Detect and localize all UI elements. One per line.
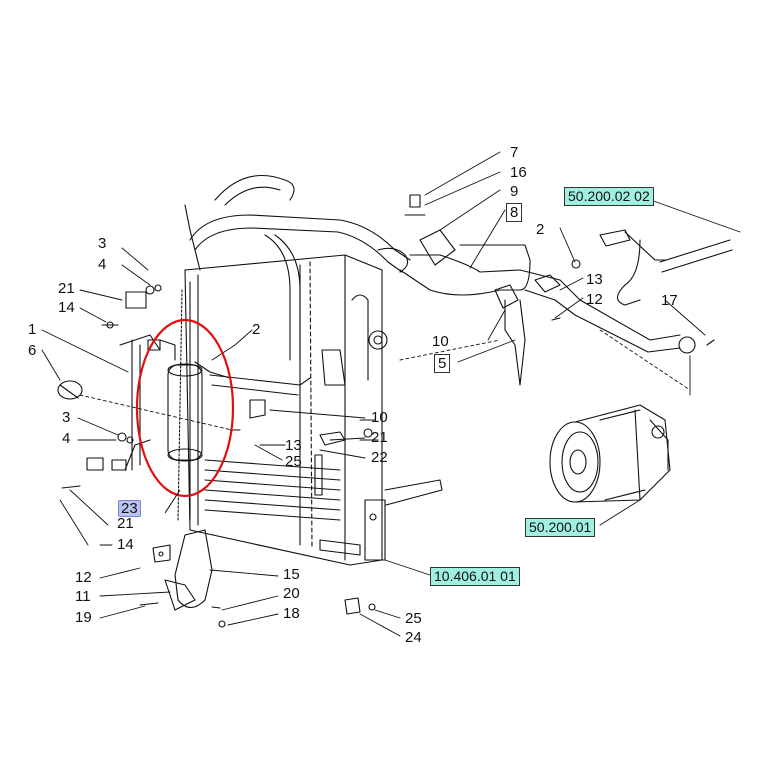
label-part-14-bottom: 14	[117, 536, 134, 553]
label-part-15: 15	[283, 566, 300, 583]
label-part-1: 1	[28, 321, 37, 338]
highlight-leader	[164, 489, 181, 514]
label-part-7: 7	[510, 144, 519, 161]
highlight-circle	[135, 318, 235, 498]
label-part-10-mid: 10	[371, 409, 388, 426]
label-part-10-left: 10	[432, 333, 449, 350]
label-part-12-bottom: 12	[75, 569, 92, 586]
label-part-8: 8	[506, 203, 523, 222]
label-part-24: 24	[405, 629, 422, 646]
compressor	[549, 404, 671, 503]
label-part-2-right: 2	[536, 221, 545, 238]
label-part-4-mid: 4	[62, 430, 71, 447]
compressor-line	[494, 229, 733, 386]
ref-link-50-200-01[interactable]: 50.200.01	[525, 518, 596, 538]
label-part-19: 19	[75, 609, 92, 626]
label-part-13-right: 13	[586, 271, 603, 288]
ref-link-50-200-02-02[interactable]: 50.200.02 02	[564, 187, 654, 207]
label-part-21-mid: 21	[371, 429, 388, 446]
label-part-2-left: 2	[252, 321, 261, 338]
upper-hoses	[189, 174, 531, 361]
mounting-bracket	[139, 529, 376, 628]
label-part-3-top: 3	[98, 235, 107, 252]
label-part-12-right: 12	[586, 291, 603, 308]
small-parts	[57, 259, 715, 496]
label-part-21-bottom: 21	[117, 515, 134, 532]
label-part-4-top: 4	[98, 256, 107, 273]
receiver-drier	[111, 334, 311, 471]
label-part-14-top: 14	[58, 299, 75, 316]
label-part-20: 20	[283, 585, 300, 602]
label-part-18: 18	[283, 605, 300, 622]
label-part-16: 16	[510, 164, 527, 181]
label-part-5: 5	[434, 354, 451, 373]
label-part-25-bottom: 25	[405, 610, 422, 627]
radiator-assembly	[177, 204, 443, 566]
label-part-13-mid: 13	[285, 437, 302, 454]
label-part-3-mid: 3	[62, 409, 71, 426]
label-part-25-mid: 25	[285, 453, 302, 470]
leader-lines	[41, 151, 741, 637]
label-part-17: 17	[661, 292, 678, 309]
label-part-6: 6	[28, 342, 37, 359]
label-part-9: 9	[510, 183, 519, 200]
label-part-11: 11	[75, 588, 91, 605]
label-part-21-top: 21	[58, 280, 75, 297]
ref-link-10-406-01-01[interactable]: 10.406.01 01	[430, 567, 520, 587]
label-part-22: 22	[371, 449, 388, 466]
label-part-23-selected[interactable]: 23	[118, 500, 141, 517]
